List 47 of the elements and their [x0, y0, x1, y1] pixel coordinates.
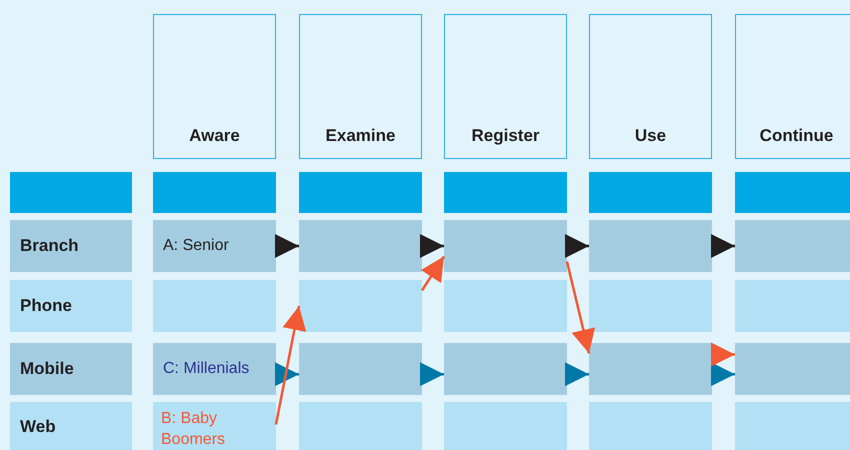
- grid-cell: [735, 402, 850, 450]
- arrow: [565, 234, 589, 258]
- header-bar: [444, 172, 567, 213]
- row-header-cell: Phone: [10, 280, 132, 332]
- header-bar: [10, 172, 132, 213]
- arrow: [420, 234, 444, 258]
- row-header-cell: Web: [10, 402, 132, 450]
- grid-cell: [589, 402, 712, 450]
- stage-header: Continue: [735, 14, 850, 159]
- arrow: [420, 256, 446, 292]
- arrow: [711, 234, 735, 258]
- grid-cell: [444, 343, 567, 395]
- arrow: [275, 362, 299, 386]
- row-header-cell: Branch: [10, 220, 132, 272]
- arrow: [275, 234, 299, 258]
- header-bar: [153, 172, 276, 213]
- header-bar: [299, 172, 422, 213]
- arrow: [420, 362, 444, 386]
- persona-cell: B: Baby Boomers: [153, 402, 276, 450]
- grid-cell: [299, 280, 422, 332]
- arrow: [274, 306, 306, 425]
- grid-cell: [444, 220, 567, 272]
- stage-header: Examine: [299, 14, 422, 159]
- grid-cell: [444, 280, 567, 332]
- grid-cell: [444, 402, 567, 450]
- arrow: [711, 362, 735, 386]
- stage-header: Use: [589, 14, 712, 159]
- grid-cell: [153, 280, 276, 332]
- header-bar: [735, 172, 850, 213]
- grid-cell: [735, 220, 850, 272]
- stage-header: Register: [444, 14, 567, 159]
- arrow: [566, 261, 596, 354]
- grid-cell: [735, 280, 850, 332]
- arrow: [711, 342, 735, 366]
- grid-cell: [299, 402, 422, 450]
- persona-cell: A: Senior: [153, 220, 276, 272]
- stage-header: Aware: [153, 14, 276, 159]
- header-bar: [589, 172, 712, 213]
- row-header-cell: Mobile: [10, 343, 132, 395]
- grid-cell: [299, 343, 422, 395]
- persona-cell: C: Millenials: [153, 343, 276, 395]
- grid-cell: [589, 343, 712, 395]
- grid-cell: [589, 220, 712, 272]
- arrow: [565, 362, 589, 386]
- grid-cell: [735, 343, 850, 395]
- grid-cell: [589, 280, 712, 332]
- grid-cell: [299, 220, 422, 272]
